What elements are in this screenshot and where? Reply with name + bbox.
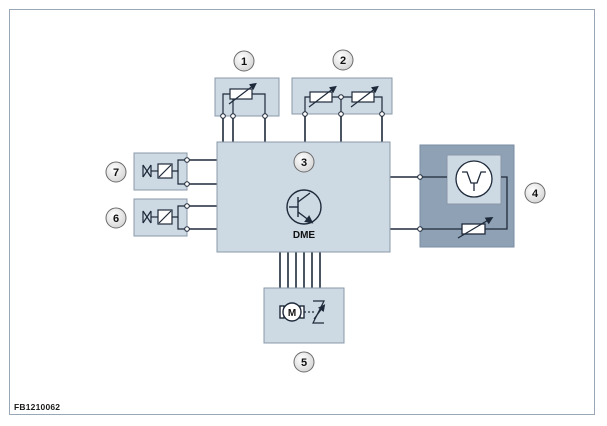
motor-icon xyxy=(279,302,305,322)
callout-6-label: 6 xyxy=(113,213,119,225)
component-1-potentiometer xyxy=(214,77,280,119)
callout-1: 1 xyxy=(233,50,255,72)
callout-1-label: 1 xyxy=(241,56,247,68)
callout-7-label: 7 xyxy=(113,167,119,179)
callout-2: 2 xyxy=(332,49,354,71)
callout-4: 4 xyxy=(524,182,546,204)
motor-glyph: M xyxy=(288,308,296,319)
callout-3-label: 3 xyxy=(301,157,307,169)
wires xyxy=(187,114,420,288)
component-6-solenoid-valve xyxy=(133,198,190,237)
callout-4-label: 4 xyxy=(532,188,539,200)
transistor-icon xyxy=(286,189,322,225)
component-4-sensor-unit xyxy=(417,144,515,248)
component-7-solenoid-valve xyxy=(133,152,190,191)
figure-code: FB1210062 xyxy=(14,402,61,412)
callout-7: 7 xyxy=(105,161,127,183)
component-5-throttle-actuator: M xyxy=(263,287,345,344)
callout-3: 3 xyxy=(293,151,315,173)
callout-2-label: 2 xyxy=(340,55,346,67)
callout-6: 6 xyxy=(105,207,127,229)
component-2-double-potentiometer xyxy=(291,77,393,117)
dme-label: DME xyxy=(293,230,316,241)
callout-5: 5 xyxy=(293,351,315,373)
callout-5-label: 5 xyxy=(301,357,307,369)
